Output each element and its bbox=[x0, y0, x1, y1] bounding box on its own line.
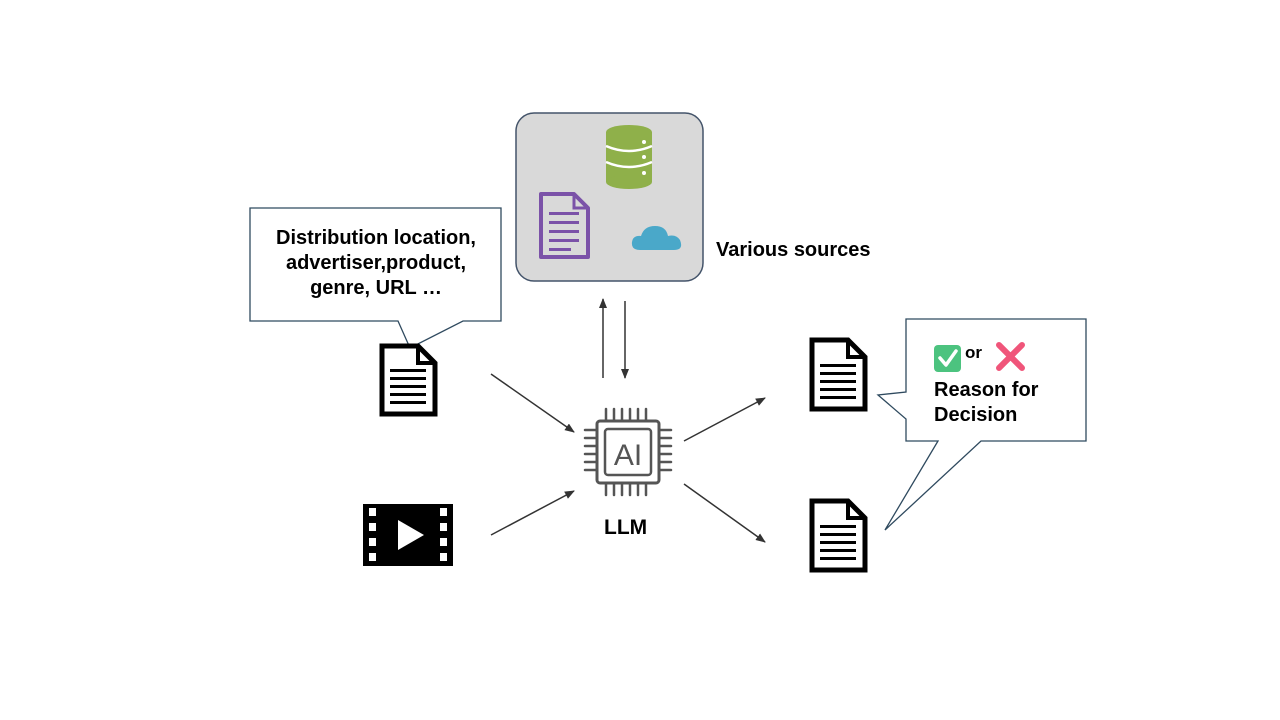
ai-chip-icon: AI bbox=[583, 407, 673, 497]
arrow-llm-to-output-bottom bbox=[683, 483, 766, 543]
ai-chip-text: AI bbox=[614, 439, 642, 472]
document-icon bbox=[539, 192, 590, 259]
database-icon bbox=[605, 125, 653, 189]
input-callout-line: genre, URL … bbox=[310, 277, 442, 299]
document-icon bbox=[379, 343, 438, 417]
arrow-llm-to-output-top bbox=[683, 397, 766, 442]
arrow-document-to-llm bbox=[490, 373, 575, 433]
arrow-video-to-llm bbox=[490, 490, 575, 536]
llm-label: LLM bbox=[604, 516, 648, 539]
sources-label: Various sources bbox=[716, 239, 871, 261]
or-text: or bbox=[965, 343, 982, 362]
output-callout bbox=[876, 318, 1087, 531]
output-callout-line: Reason for bbox=[934, 379, 1039, 401]
checkmark-icon bbox=[934, 345, 961, 372]
input-callout bbox=[249, 207, 502, 349]
input-callout-line: Distribution location, bbox=[276, 227, 476, 249]
document-icon bbox=[809, 337, 868, 412]
output-callout-line: Decision bbox=[934, 404, 1018, 426]
video-icon bbox=[363, 504, 453, 566]
document-icon bbox=[809, 498, 868, 573]
input-callout-line: advertiser,product, bbox=[285, 252, 467, 274]
output-callout-text: Reason for Decision bbox=[934, 378, 1038, 428]
cross-icon bbox=[996, 342, 1025, 371]
input-callout-text: Distribution location, advertiser,produc… bbox=[252, 226, 500, 301]
cloud-icon bbox=[631, 226, 682, 250]
